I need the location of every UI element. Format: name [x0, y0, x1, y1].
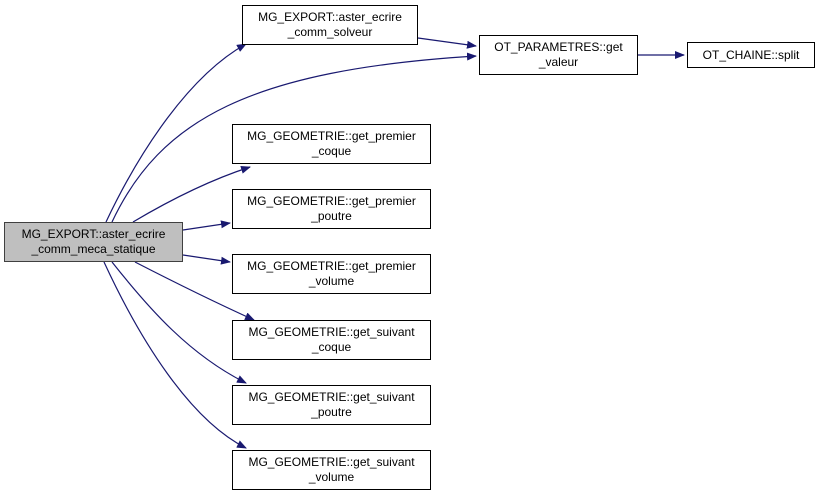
node-suivant-volume[interactable]: MG_GEOMETRIE::get_suivant_volume	[232, 450, 431, 490]
node-label: _volume	[308, 274, 355, 288]
node-get-valeur[interactable]: OT_PARAMETRES::get_valeur	[479, 35, 638, 75]
edge-root-to-premier-volume	[182, 254, 231, 265]
edge-root-to-suivant-volume	[103, 261, 247, 449]
node-label: _volume	[308, 470, 355, 484]
node-label: MG_GEOMETRIE::get_suivant	[248, 325, 415, 339]
edge-root-to-premier-poutre	[182, 220, 231, 231]
node-label: MG_GEOMETRIE::get_premier	[247, 194, 416, 208]
edge-root-to-get-valeur	[111, 52, 477, 223]
node-label: _coque	[311, 340, 352, 354]
edge-root-to-suivant-coque	[134, 261, 255, 321]
edge-solveur-to-get-valeur	[417, 37, 477, 49]
node-label: _coque	[311, 144, 352, 158]
node-label: MG_GEOMETRIE::get_premier	[247, 129, 416, 143]
node-label: MG_GEOMETRIE::get_premier	[247, 259, 416, 273]
node-suivant-poutre[interactable]: MG_GEOMETRIE::get_suivant_poutre	[232, 385, 431, 425]
node-label: MG_GEOMETRIE::get_suivant	[248, 455, 415, 469]
node-label: _comm_meca_statique	[31, 242, 156, 256]
node-label: _valeur	[538, 55, 579, 69]
node-label: MG_GEOMETRIE::get_suivant	[248, 390, 415, 404]
node-label: _comm_solveur	[287, 25, 373, 39]
node-label: _poutre	[311, 209, 352, 223]
node-premier-coque[interactable]: MG_GEOMETRIE::get_premier_coque	[232, 124, 431, 164]
node-suivant-coque[interactable]: MG_GEOMETRIE::get_suivant_coque	[232, 320, 431, 360]
node-label: OT_CHAINE::split	[702, 47, 800, 62]
node-label: OT_PARAMETRES::get	[494, 40, 623, 54]
node-premier-volume[interactable]: MG_GEOMETRIE::get_premier_volume	[232, 254, 431, 294]
edge-root-to-suivant-poutre	[111, 261, 247, 384]
node-label: _poutre	[311, 405, 352, 419]
node-split[interactable]: OT_CHAINE::split	[687, 42, 815, 68]
node-label: MG_EXPORT::aster_ecrire	[258, 10, 402, 24]
node-solveur[interactable]: MG_EXPORT::aster_ecrire_comm_solveur	[242, 5, 418, 45]
edge-root-to-solveur	[105, 43, 247, 223]
node-label: MG_EXPORT::aster_ecrire	[21, 227, 166, 241]
node-premier-poutre[interactable]: MG_GEOMETRIE::get_premier_poutre	[232, 189, 431, 229]
node-root[interactable]: MG_EXPORT::aster_ecrire_comm_meca_statiq…	[4, 222, 183, 262]
edge-root-to-premier-coque	[132, 165, 251, 223]
